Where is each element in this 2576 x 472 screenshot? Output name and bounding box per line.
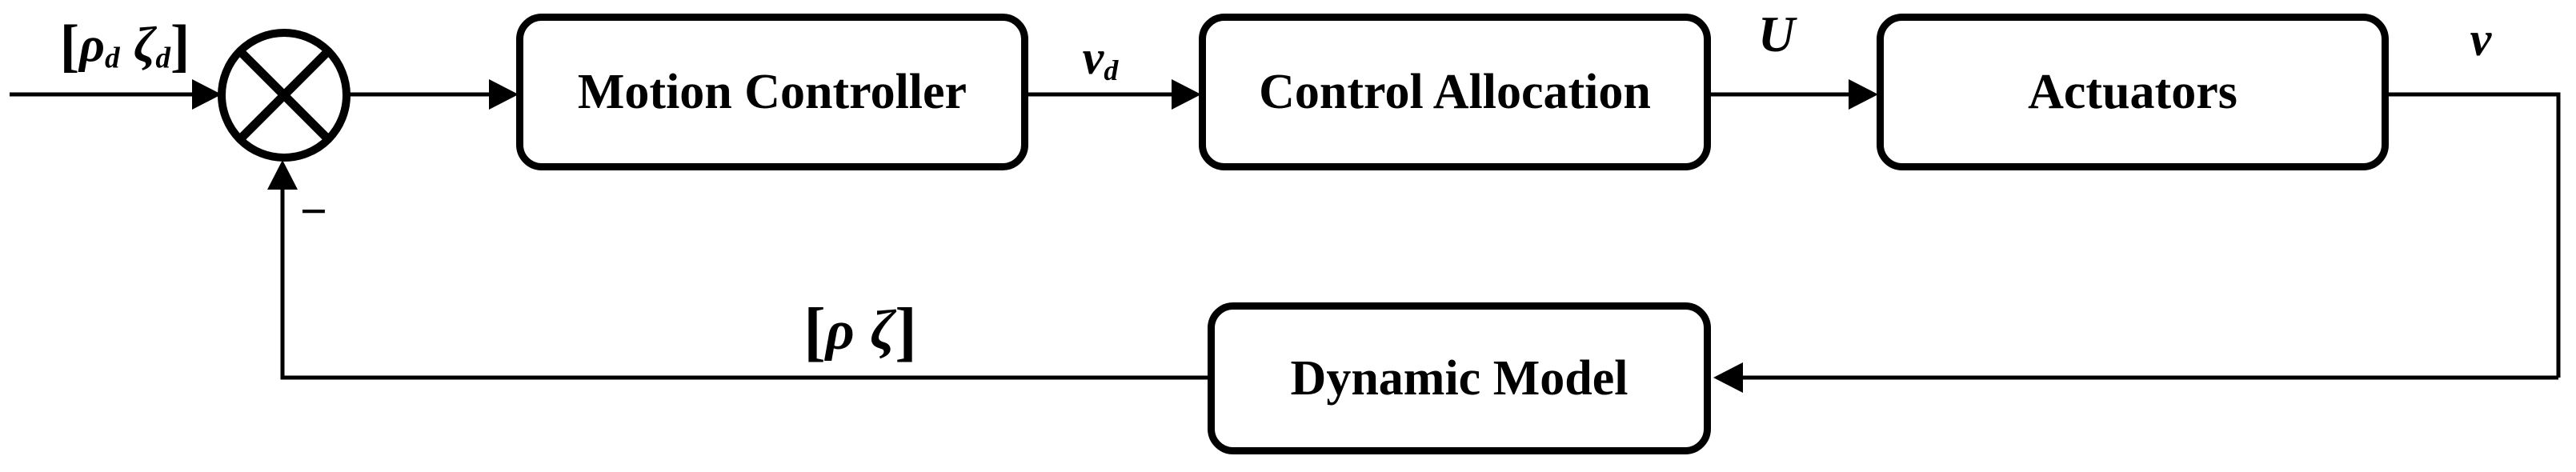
control-allocation-label: Control Allocation [1259, 64, 1651, 119]
zeta-desired-symbol: ζ [133, 18, 156, 73]
actuators-label: Actuators [2028, 64, 2237, 119]
arrowhead-icon [1172, 79, 1201, 110]
rho-symbol: ρ [825, 299, 855, 362]
u-symbol: U [1757, 6, 1796, 62]
rho-desired-symbol: ρ [79, 18, 106, 73]
dynamic-model-block: Dynamic Model [1208, 302, 1711, 454]
zeta-desired-subscript: d [155, 42, 170, 75]
arrowhead-icon [267, 160, 298, 190]
open-bracket: [ [803, 294, 826, 368]
arrowhead-icon [1713, 362, 1743, 393]
arrowhead-icon [489, 79, 519, 110]
allocation-output-label: U [1758, 9, 1795, 60]
vd-subscript: d [1104, 54, 1119, 86]
actuators-block: Actuators [1877, 14, 2389, 170]
v-symbol: v [2470, 13, 2492, 66]
zeta-symbol: ζ [870, 299, 895, 362]
close-bracket: ] [895, 294, 917, 368]
feedback-left-line [280, 190, 1208, 380]
negative-feedback-sign: − [300, 187, 327, 235]
summing-junction-cross-icon [238, 49, 331, 142]
actuators-output-label: v [2470, 15, 2492, 63]
motion-controller-label: Motion Controller [577, 64, 968, 119]
motion-controller-block: Motion Controller [516, 14, 1028, 170]
arrowhead-icon [1849, 79, 1878, 110]
open-bracket: [ [59, 13, 80, 78]
rho-desired-subscript: d [105, 42, 120, 75]
minus-sign: − [299, 185, 328, 238]
vd-symbol: v [1082, 31, 1104, 84]
actuator-output-line [2389, 92, 2561, 378]
controller-output-label: vd [1082, 31, 1119, 85]
control-allocation-block: Control Allocation [1199, 14, 1711, 170]
arrowhead-icon [192, 79, 222, 110]
close-bracket: ] [170, 13, 190, 78]
dynamic-model-label: Dynamic Model [1290, 350, 1629, 406]
